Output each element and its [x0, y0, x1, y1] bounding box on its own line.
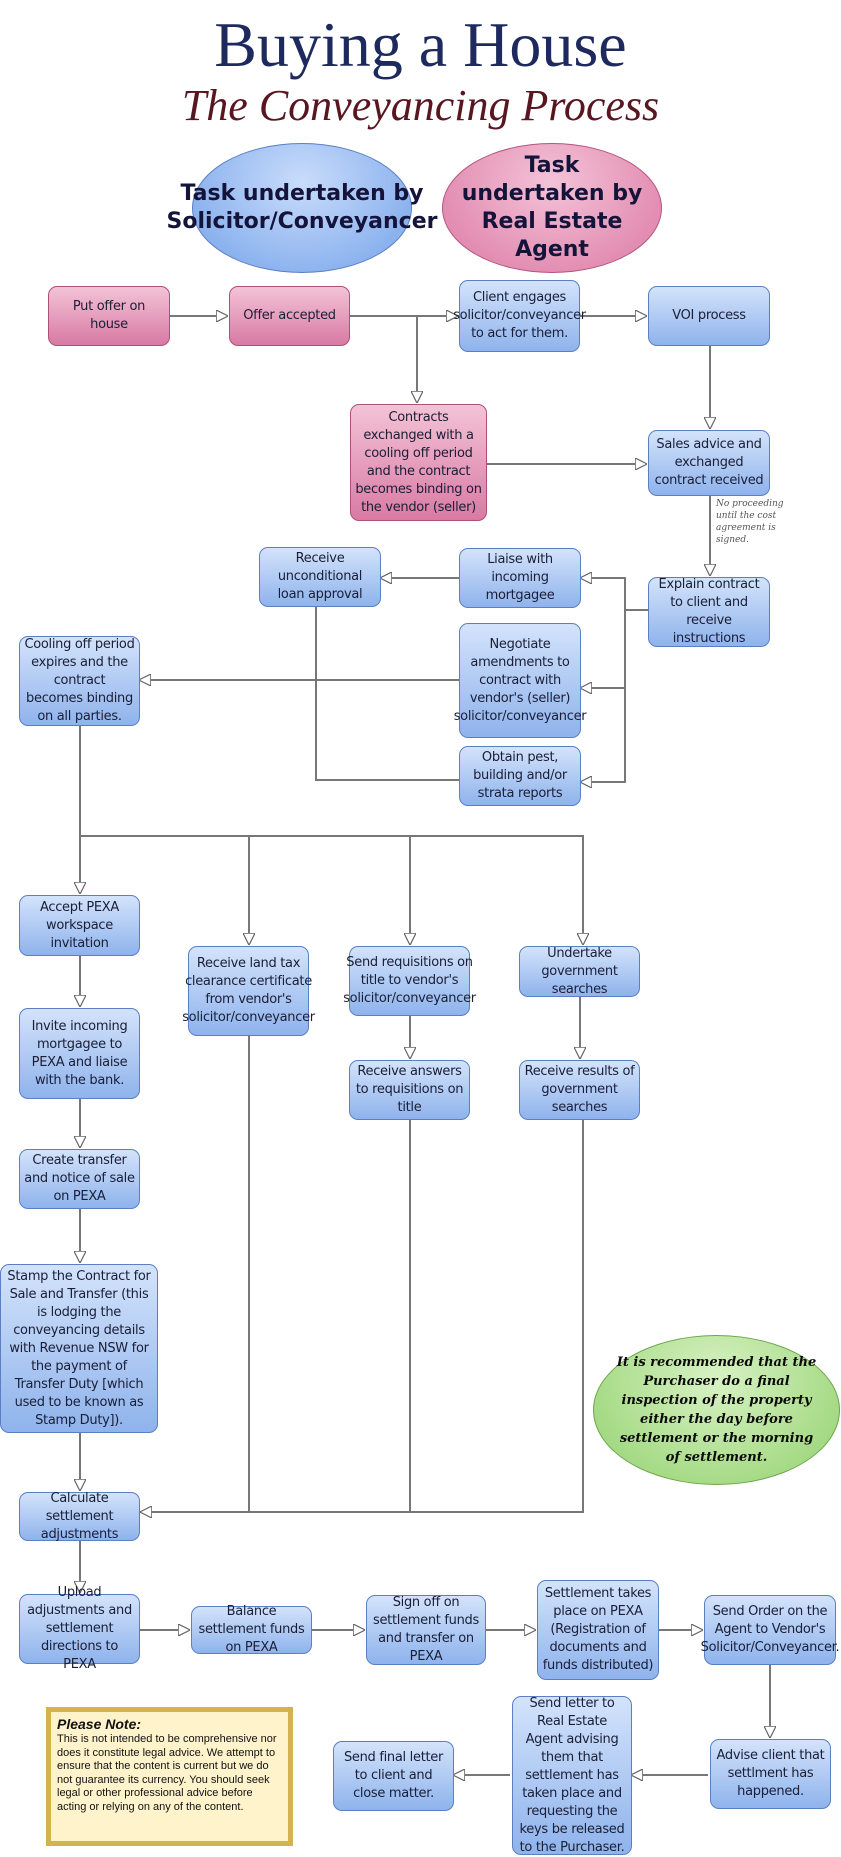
step-calc-adjustments: Calculate settlement adjustments	[19, 1491, 140, 1542]
step-gov-searches: Undertake government searches	[519, 946, 640, 997]
step-create-transfer: Create transfer and notice of sale on PE…	[19, 1149, 140, 1209]
legend-solicitor: Task undertaken by Solicitor/Conveyancer	[167, 143, 438, 273]
legend-agent: Task undertaken by Real Estate Agent	[442, 143, 662, 273]
disclaimer-body: This is not intended to be comprehensive…	[57, 1733, 277, 1813]
step-liaise-mortgagee: Liaise with incoming mortgagee	[459, 548, 581, 608]
step-cooling-off-expires: Cooling off period expires and the contr…	[19, 636, 140, 726]
step-offer-accepted: Offer accepted	[229, 286, 350, 346]
step-sales-advice: Sales advice and exchanged contract rece…	[648, 430, 770, 496]
step-client-engages: Client engages solicitor/conveyancer to …	[453, 280, 586, 352]
step-obtain-reports: Obtain pest, building and/or strata repo…	[459, 746, 581, 806]
step-explain-contract: Explain contract to client and receive i…	[648, 577, 770, 647]
step-stamp-contract: Stamp the Contract for Sale and Transfer…	[0, 1264, 158, 1433]
recommendation-bubble: It is recommended that the Purchaser do …	[593, 1335, 840, 1485]
step-advise-client: Advise client that settlment has happene…	[710, 1739, 831, 1809]
step-balance-funds: Balance settlement funds on PEXA	[191, 1604, 312, 1655]
step-upload-adjustments: Upload adjustments and settlement direct…	[19, 1585, 140, 1672]
disclaimer-title: Please Note:	[57, 1716, 142, 1732]
page-subtitle: The Conveyancing Process	[181, 81, 660, 130]
step-voi-process: VOI process	[648, 286, 770, 346]
step-unconditional-loan: Receive unconditional loan approval	[259, 547, 381, 607]
step-send-order: Send Order on the Agent to Vendor's Soli…	[701, 1595, 840, 1665]
step-receive-answers: Receive answers to requisitions on title	[349, 1060, 470, 1120]
step-settlement-place: Settlement takes place on PEXA (Registra…	[537, 1580, 659, 1680]
step-invite-mortgagee: Invite incoming mortgagee to PEXA and li…	[19, 1008, 140, 1099]
step-land-tax: Receive land tax clearance certificate f…	[182, 946, 315, 1036]
cost-agreement-note: No proceeding until the cost agreement i…	[716, 499, 784, 545]
step-negotiate-amendments: Negotiate amendments to contract with ve…	[454, 623, 587, 738]
step-final-letter: Send final letter to client and close ma…	[333, 1741, 454, 1811]
page-title: Buying a House	[214, 9, 627, 80]
step-send-requisitions: Send requisitions on title to vendor's s…	[343, 946, 476, 1016]
step-letter-agent: Send letter to Real Estate Agent advisin…	[512, 1696, 632, 1855]
disclaimer-note: Please Note: This is not intended to be …	[46, 1707, 293, 1846]
step-sign-off: Sign off on settlement funds and transfe…	[366, 1595, 486, 1665]
step-gov-results: Receive results of government searches	[519, 1060, 640, 1120]
step-contracts-exchanged: Contracts exchanged with a cooling off p…	[350, 404, 487, 521]
step-accept-pexa: Accept PEXA workspace invitation	[19, 895, 140, 956]
step-put-offer: Put offer on house	[48, 286, 170, 346]
